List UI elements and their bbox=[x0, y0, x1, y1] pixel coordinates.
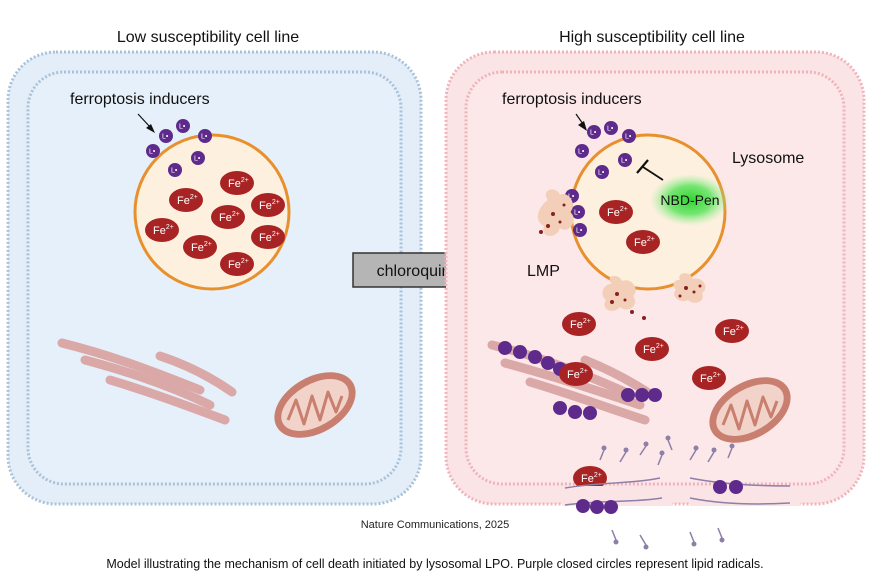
golgi-apparatus bbox=[57, 338, 237, 425]
mitochondrion-right bbox=[709, 377, 791, 443]
lipid-radicals-right: L• L• L• L• L• L• L• L• L• bbox=[565, 121, 636, 237]
iron-ion: Fe2+ bbox=[211, 205, 245, 229]
lipid-radical: L• bbox=[168, 163, 182, 177]
lipid-radical: L• bbox=[595, 165, 609, 179]
svg-text:L•: L• bbox=[171, 168, 178, 175]
lipid-radical: L• bbox=[573, 223, 587, 237]
lipid-radical: L• bbox=[191, 151, 205, 165]
iron-ion: Fe2+ bbox=[573, 466, 607, 490]
iron-ions-left: Fe2+ Fe2+ Fe2+ Fe2+ Fe2+ Fe2+ Fe2+ Fe2+ bbox=[145, 171, 285, 276]
inducer-arrow-right bbox=[575, 113, 587, 131]
svg-text:L•: L• bbox=[201, 134, 208, 141]
iron-ions-cytosol-right: Fe2+ Fe2+ Fe2+ Fe2+ Fe2+ Fe2+ bbox=[559, 312, 749, 490]
left-panel-title: Low susceptibility cell line bbox=[117, 29, 299, 46]
svg-text:Fe2+: Fe2+ bbox=[567, 368, 588, 381]
svg-text:Fe2+: Fe2+ bbox=[643, 343, 664, 356]
lipid-radical: L• bbox=[618, 153, 632, 167]
iron-ion: Fe2+ bbox=[559, 362, 593, 386]
ruptured-plasma-membrane bbox=[562, 435, 800, 550]
iron-ion: Fe2+ bbox=[220, 171, 254, 195]
figure-caption: Model illustrating the mechanism of cell… bbox=[106, 557, 764, 571]
nbd-pen-inhibitor: NBD-Pen bbox=[636, 159, 730, 226]
iron-ion: Fe2+ bbox=[251, 225, 285, 249]
svg-text:Fe2+: Fe2+ bbox=[723, 325, 744, 338]
lysosome-label: Lysosome bbox=[732, 150, 804, 167]
lipid-radicals-left: L• L• L• L• L• L• bbox=[146, 119, 212, 177]
iron-ion: Fe2+ bbox=[635, 337, 669, 361]
svg-text:L•: L• bbox=[607, 126, 614, 133]
source-citation: Nature Communications, 2025 bbox=[360, 519, 510, 531]
svg-text:Fe2+: Fe2+ bbox=[191, 241, 212, 254]
iron-ion: Fe2+ bbox=[715, 319, 749, 343]
ferroptosis-inducers-label-right: ferroptosis inducers bbox=[502, 91, 642, 108]
lysosomal-membrane-permeabilization bbox=[537, 189, 706, 320]
lipid-radical: L• bbox=[146, 144, 160, 158]
iron-ion: Fe2+ bbox=[251, 193, 285, 217]
svg-text:Fe2+: Fe2+ bbox=[634, 236, 655, 249]
svg-text:L•: L• bbox=[625, 134, 632, 141]
inhibition-bar bbox=[636, 159, 649, 174]
svg-text:L•: L• bbox=[598, 170, 605, 177]
svg-text:Fe2+: Fe2+ bbox=[581, 472, 602, 485]
iron-ions-lysosome-right: Fe2+ Fe2+ bbox=[599, 200, 660, 254]
svg-text:Fe2+: Fe2+ bbox=[228, 258, 249, 271]
lipid-radical: L• bbox=[571, 205, 585, 219]
inhibition-line bbox=[642, 166, 664, 181]
iron-ion: Fe2+ bbox=[599, 200, 633, 224]
iron-ion: Fe2+ bbox=[562, 312, 596, 336]
svg-text:L•: L• bbox=[568, 194, 575, 201]
lipid-radical: L• bbox=[604, 121, 618, 135]
svg-text:Fe2+: Fe2+ bbox=[607, 206, 628, 219]
chloroquine-label: chloroquine bbox=[377, 263, 460, 280]
mitochondrion bbox=[274, 372, 356, 438]
lipid-radical: L• bbox=[198, 129, 212, 143]
svg-text:Fe2+: Fe2+ bbox=[259, 231, 280, 244]
svg-text:Fe2+: Fe2+ bbox=[228, 177, 249, 190]
iron-ion: Fe2+ bbox=[220, 252, 254, 276]
svg-text:L•: L• bbox=[149, 149, 156, 156]
nbd-pen-label: NBD-Pen bbox=[660, 192, 719, 208]
svg-text:L•: L• bbox=[576, 228, 583, 235]
lipid-radical: L• bbox=[622, 129, 636, 143]
iron-ion: Fe2+ bbox=[169, 188, 203, 212]
svg-text:L•: L• bbox=[590, 130, 597, 137]
lipid-radical: L• bbox=[587, 125, 601, 139]
lipid-radical: L• bbox=[176, 119, 190, 133]
svg-text:Fe2+: Fe2+ bbox=[700, 372, 721, 385]
iron-ion: Fe2+ bbox=[145, 218, 179, 242]
iron-ion: Fe2+ bbox=[692, 366, 726, 390]
svg-text:L•: L• bbox=[179, 124, 186, 131]
inducer-arrow-left bbox=[137, 113, 155, 133]
svg-text:L•: L• bbox=[574, 210, 581, 217]
right-panel-title: High susceptibility cell line bbox=[559, 29, 745, 46]
svg-text:L•: L• bbox=[162, 134, 169, 141]
svg-text:Fe2+: Fe2+ bbox=[177, 194, 198, 207]
svg-text:L•: L• bbox=[578, 149, 585, 156]
svg-text:Fe2+: Fe2+ bbox=[153, 224, 174, 237]
iron-ion: Fe2+ bbox=[626, 230, 660, 254]
lipid-radical: L• bbox=[159, 129, 173, 143]
ferroptosis-inducers-label-left: ferroptosis inducers bbox=[70, 91, 210, 108]
lmp-label: LMP bbox=[527, 263, 560, 280]
lipid-radical: L• bbox=[575, 144, 589, 158]
svg-text:Fe2+: Fe2+ bbox=[570, 318, 591, 331]
svg-text:Fe2+: Fe2+ bbox=[219, 211, 240, 224]
svg-text:Fe2+: Fe2+ bbox=[259, 199, 280, 212]
svg-text:L•: L• bbox=[194, 156, 201, 163]
iron-ion: Fe2+ bbox=[183, 235, 217, 259]
svg-text:L•: L• bbox=[621, 158, 628, 165]
